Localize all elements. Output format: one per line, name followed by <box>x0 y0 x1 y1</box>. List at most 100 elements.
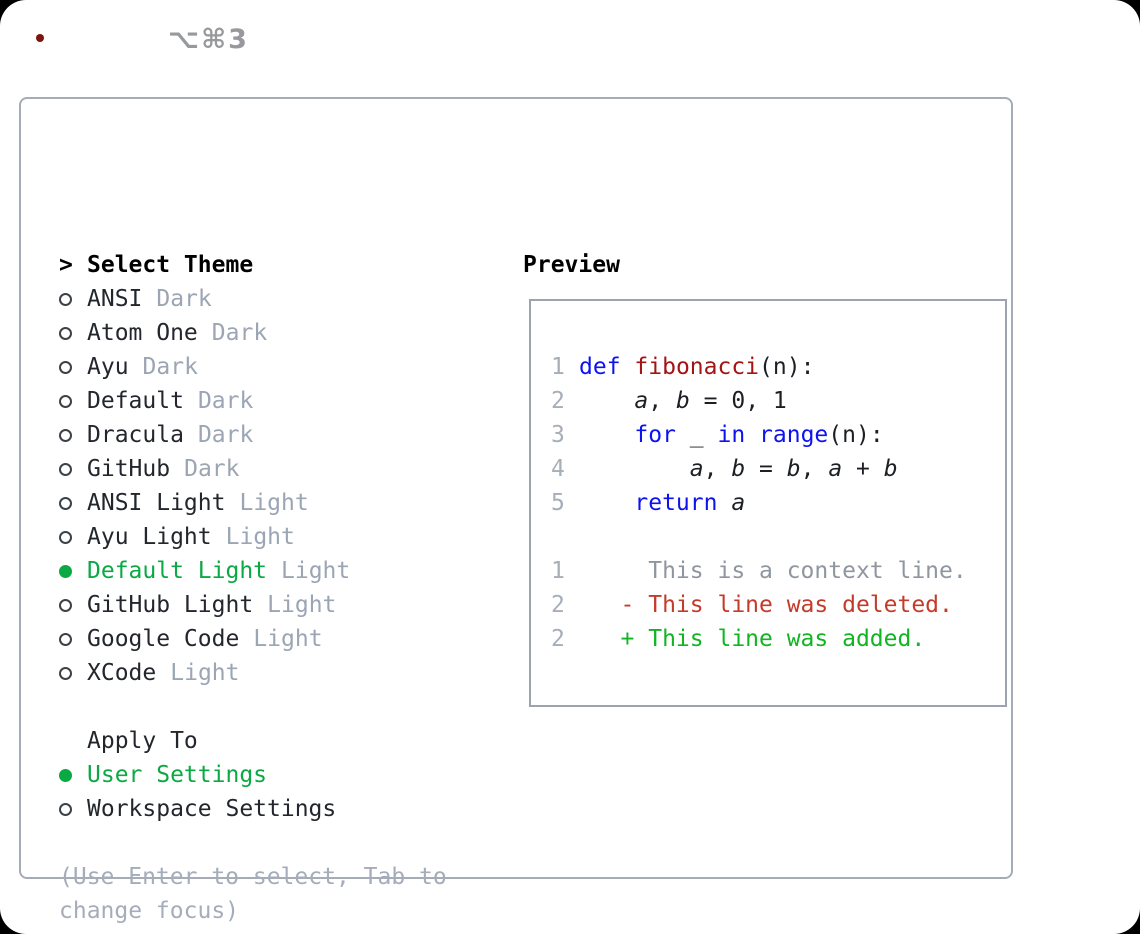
code-text: + This line was added. <box>579 626 926 652</box>
theme-variant-tag: Dark <box>211 320 268 346</box>
apply-option-label: User Settings <box>87 762 268 788</box>
code-segment: , <box>648 388 676 414</box>
code-segment: in <box>717 422 746 448</box>
theme-variant-tag: Dark <box>142 354 198 380</box>
code-text: def fibonacci(n): <box>579 354 814 380</box>
preview-line: 2 - This line was deleted. <box>531 588 1005 622</box>
radio-circle <box>59 428 72 442</box>
minimize-button[interactable] <box>68 27 90 49</box>
theme-variant-tag: Light <box>281 558 351 584</box>
code-segment: b <box>675 388 690 414</box>
radio-unselected-icon <box>59 530 87 544</box>
theme-variant-tag: Light <box>225 524 295 550</box>
preview-line <box>531 520 1005 554</box>
theme-option[interactable]: Google Code Light <box>59 622 350 656</box>
code-segment: This is a context line. <box>579 558 967 584</box>
code-text: a, b = 0, 1 <box>579 388 787 414</box>
line-number: 2 <box>551 592 565 618</box>
code-segment: = 0, 1 <box>689 388 787 414</box>
code-segment: for <box>634 422 676 448</box>
code-segment <box>579 490 634 516</box>
radio-circle <box>59 496 72 510</box>
theme-variant-tag: Light <box>239 490 309 516</box>
radio-circle <box>59 666 72 680</box>
code-segment: def <box>579 354 621 380</box>
theme-option[interactable]: Default Dark <box>59 384 350 418</box>
line-number: 3 <box>551 422 565 448</box>
preview-line: 2 + This line was added. <box>531 622 1005 656</box>
zoom-button[interactable] <box>106 27 128 49</box>
radio-unselected-icon <box>59 496 87 510</box>
preview-line: 2 a, b = 0, 1 <box>531 384 1005 418</box>
radio-unselected-icon <box>59 802 87 816</box>
theme-list-header: Select Theme <box>87 252 254 278</box>
code-segment: = <box>745 456 787 482</box>
theme-option-label: Default <box>87 388 184 414</box>
apply-option-label: Workspace Settings <box>87 796 337 822</box>
apply-option[interactable]: User Settings <box>59 758 336 792</box>
code-segment: + <box>842 456 884 482</box>
line-number: 1 <box>551 354 565 380</box>
theme-option-label: Dracula <box>87 422 184 448</box>
theme-variant-tag: Dark <box>197 388 254 414</box>
apply-to-header-row: Apply To <box>59 724 336 758</box>
radio-circle <box>59 768 72 782</box>
prompt-marker: > <box>59 252 87 278</box>
theme-option[interactable]: ANSI Light Light <box>59 486 350 520</box>
theme-option-label: GitHub Light <box>87 592 254 618</box>
code-segment: a <box>634 388 649 414</box>
radio-circle <box>59 564 72 578</box>
radio-unselected-icon <box>59 462 87 476</box>
radio-unselected-icon <box>59 326 87 340</box>
radio-circle <box>59 632 72 646</box>
code-text: return a <box>579 490 745 516</box>
preview-line: 4 a, b = b, a + b <box>531 452 1005 486</box>
close-button[interactable] <box>29 27 51 49</box>
theme-option-label: ANSI Light <box>87 490 226 516</box>
apply-option[interactable]: Workspace Settings <box>59 792 336 826</box>
preview-box: 1 def fibonacci(n): 2 a, b = 0, 1 3 for _ i… <box>529 299 1007 707</box>
theme-variant-tag: Dark <box>197 422 254 448</box>
title-bar: ⌥⌘3 <box>0 0 1140 76</box>
code-segment: , <box>800 456 829 482</box>
theme-variant-tag: Dark <box>184 456 240 482</box>
theme-option-label: Default Light <box>87 558 268 584</box>
radio-circle <box>59 462 72 476</box>
preview-code: 1 def fibonacci(n): 2 a, b = 0, 1 3 for _ i… <box>531 301 1005 656</box>
preview-header: Preview <box>523 252 620 278</box>
theme-variant-tag: Light <box>267 592 337 618</box>
code-segment <box>621 354 635 380</box>
theme-option[interactable]: GitHub Light Light <box>59 588 350 622</box>
preview-header-row: Preview <box>523 248 620 282</box>
radio-selected-icon <box>59 564 87 578</box>
theme-option-label: Google Code <box>87 626 240 652</box>
theme-variant-tag: Light <box>253 626 323 652</box>
code-segment: a <box>828 456 843 482</box>
code-segment: (n): <box>759 354 815 380</box>
code-segment: _ <box>675 422 718 448</box>
line-number: 2 <box>551 626 565 652</box>
window-title: ⌥⌘3 <box>168 24 249 55</box>
code-segment: return <box>634 490 718 516</box>
theme-option[interactable]: Default Light Light <box>59 554 350 588</box>
theme-option[interactable]: Dracula Dark <box>59 418 350 452</box>
code-segment: - This line was deleted. <box>579 592 953 618</box>
radio-unselected-icon <box>59 632 87 646</box>
radio-selected-icon <box>59 768 87 782</box>
line-number: 2 <box>551 388 565 414</box>
radio-circle <box>59 292 72 306</box>
preview-line: 1 def fibonacci(n): <box>531 350 1005 384</box>
code-text: for _ in range(n): <box>579 422 883 448</box>
hint-line-1: (Use Enter to select, Tab to <box>59 864 447 890</box>
theme-option-label: XCode <box>87 660 157 686</box>
radio-unselected-icon <box>59 428 87 442</box>
radio-circle <box>59 598 72 612</box>
radio-unselected-icon <box>59 598 87 612</box>
